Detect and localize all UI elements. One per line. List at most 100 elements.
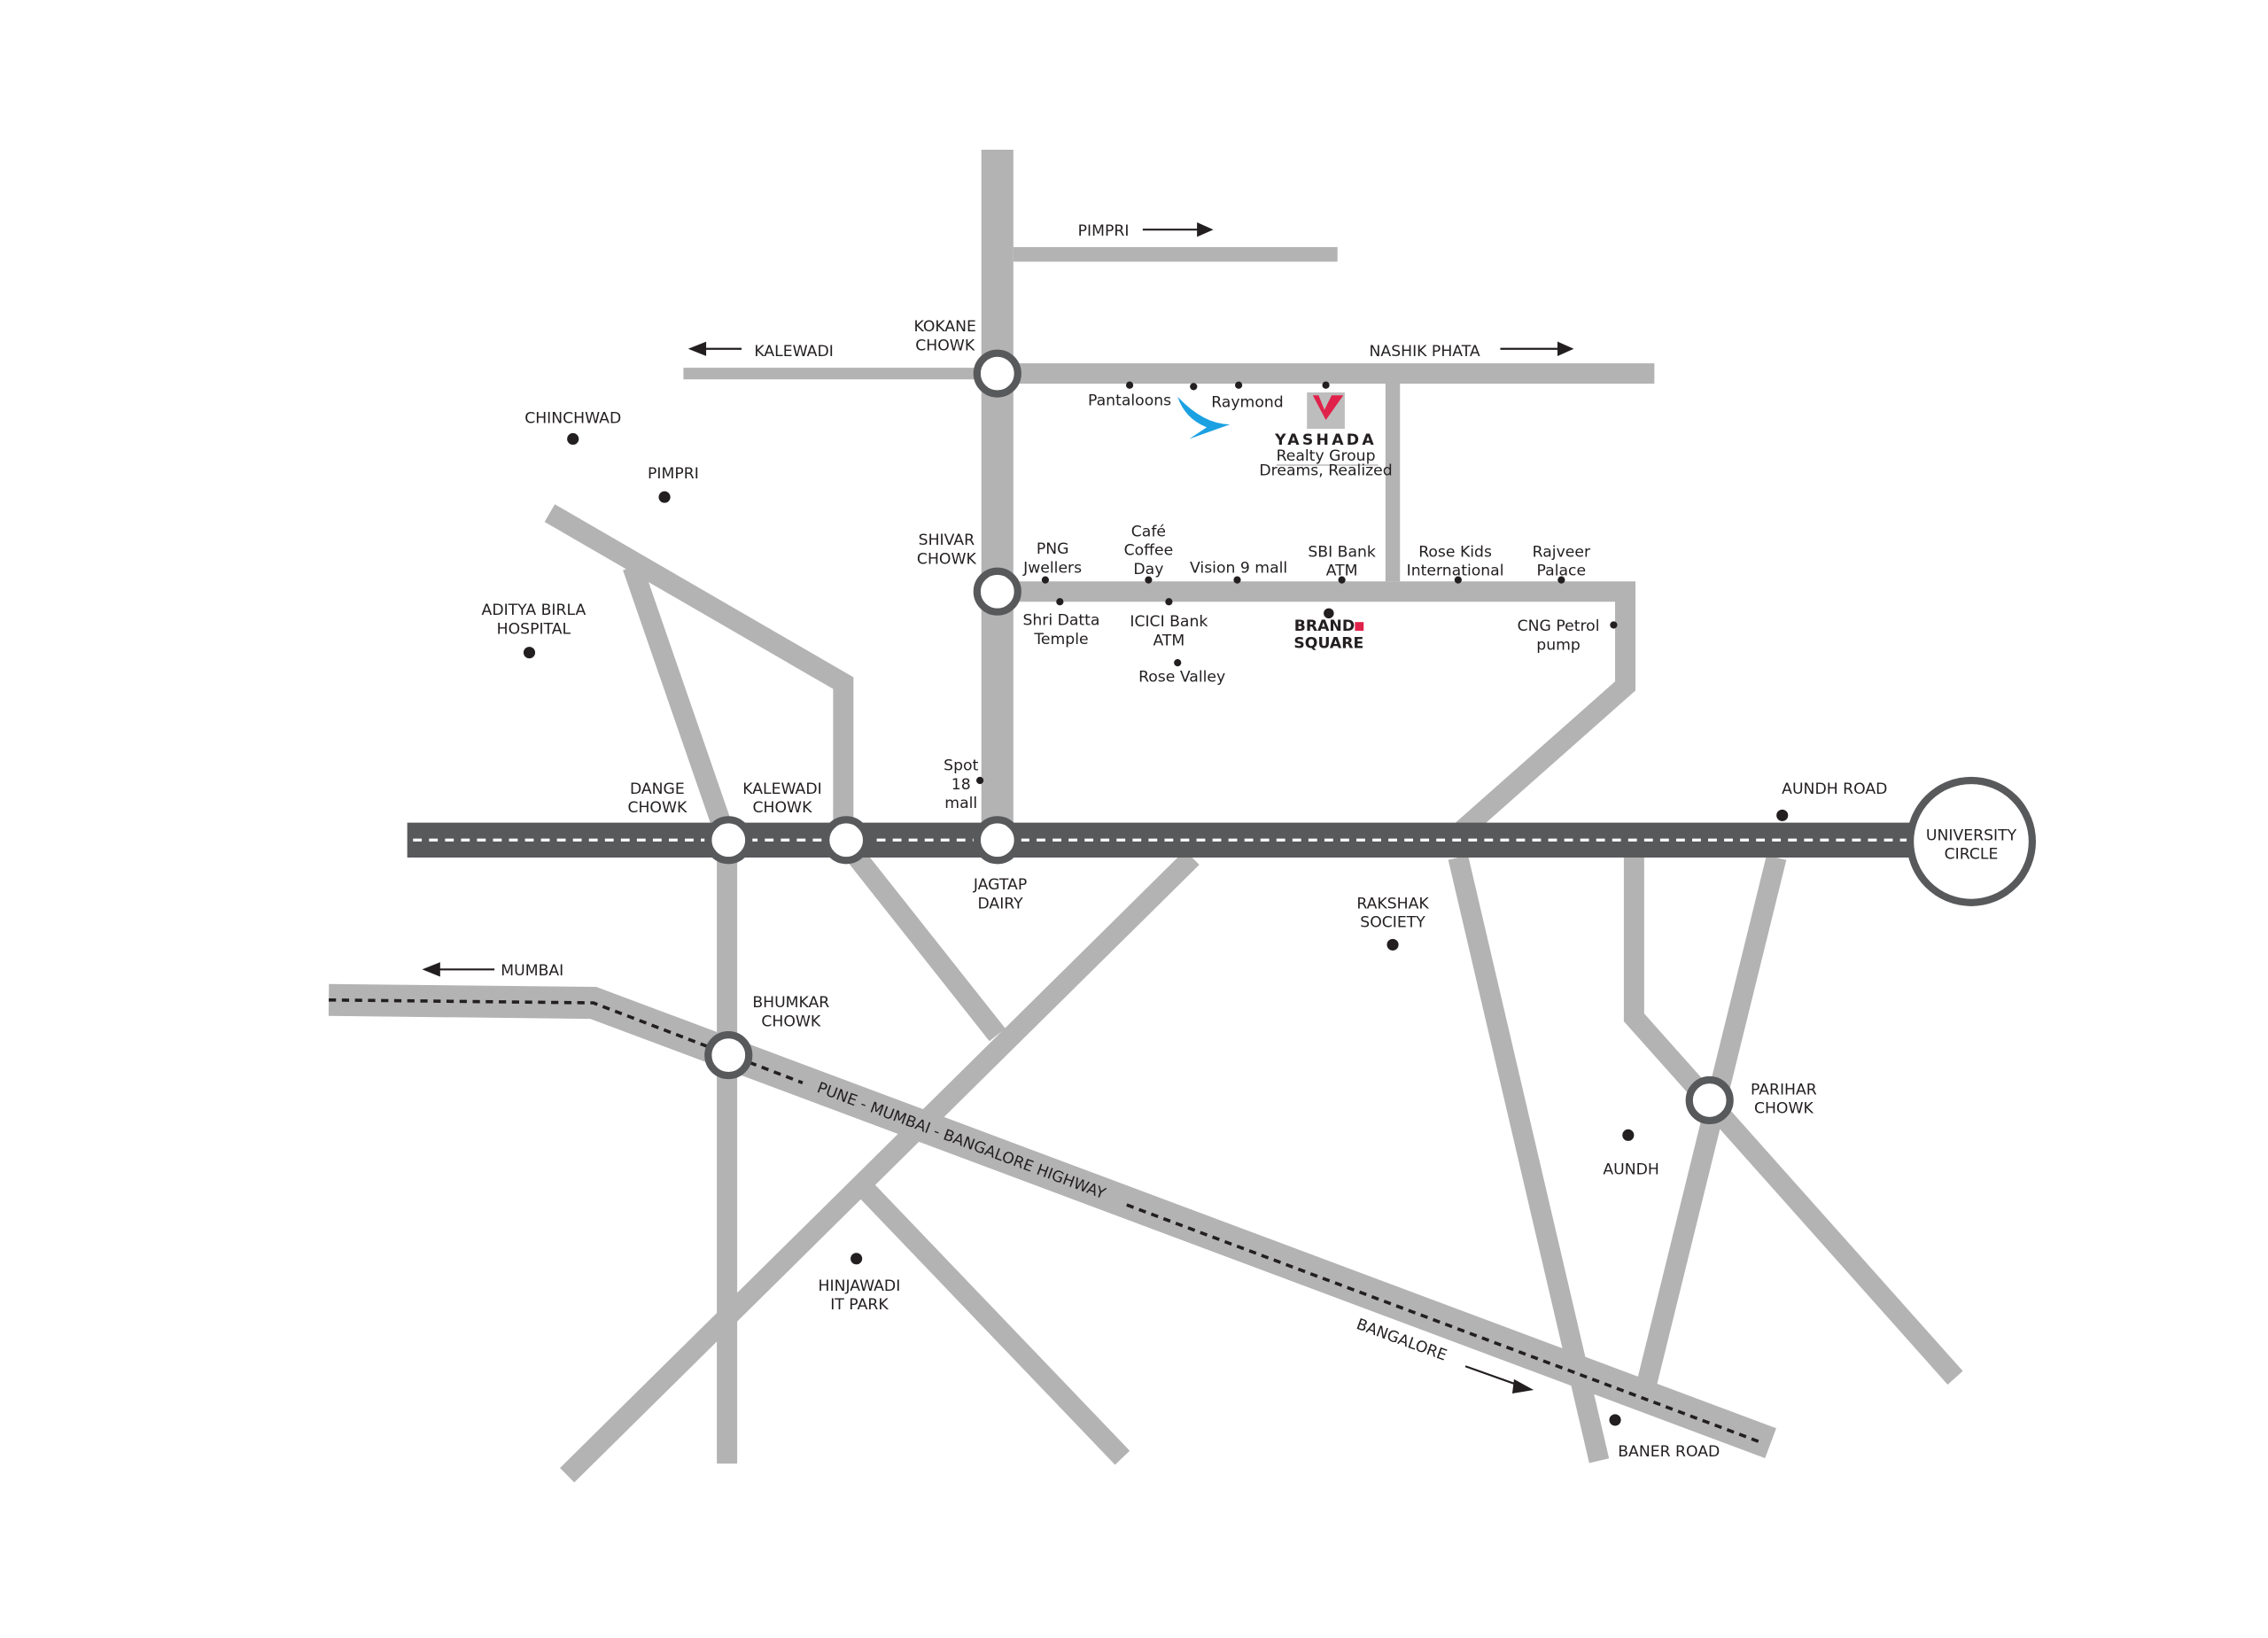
label-kalewadi-chowk: KALEWADI [742,780,821,798]
arrow-right-icon [1464,1365,1534,1394]
junction-parihar [1685,1075,1734,1125]
junction-bhumkar [704,1031,753,1080]
dot [523,647,536,659]
arrow-left-icon [687,341,742,356]
label-png: Jwellers [1022,559,1082,577]
label-baner: BANER ROAD [1618,1443,1720,1461]
label-jagtap: DAIRY [977,895,1023,912]
label-kokane: CHOWK [915,337,975,354]
dot [1190,383,1198,391]
label-rajveer: Palace [1537,563,1587,580]
label-dange: DANGE [630,780,685,798]
yashada-logo: YASHADA Realty Group Dreams, Realized [1259,392,1393,479]
roads [328,149,1963,1483]
road-hinjawadi [853,1177,1130,1465]
road-parihar-1 [1623,857,1963,1385]
brand-square-mark [1355,622,1364,632]
label-sbi: SBI Bank [1308,543,1376,561]
label-university: UNIVERSITY [1926,827,2017,844]
arrows [422,222,1574,1394]
direction-kalewadi: KALEWADI [754,343,833,361]
label-spot18: Spot [944,757,978,775]
dot [567,432,579,446]
dot [1174,659,1182,667]
yashada-name: YASHADA [1274,431,1377,449]
dot [1338,576,1346,584]
label-parihar: PARIHAR [1751,1081,1817,1098]
label-icici: ICICI Bank [1130,613,1208,631]
label-vision9: Vision 9 mall [1190,559,1287,577]
dot [1125,381,1134,389]
label-shridatta: Temple [1033,631,1088,648]
brand-square-line2: SQUARE [1293,635,1363,653]
label-sbi: ATM [1326,563,1358,580]
arrow-right-icon [1142,222,1214,237]
label-kalewadi-chowk: CHOWK [753,799,813,817]
label-aditya: HOSPITAL [497,620,571,638]
dot [1386,938,1399,951]
junction-dange [704,816,753,865]
label-cng: pump [1536,636,1581,654]
label-shridatta: Shri Datta [1022,611,1099,629]
yashada-y-icon [1312,395,1344,421]
brand-square-line1: BRAND [1294,617,1355,635]
road-hinjawadi-diagonal [560,850,1200,1483]
label-rakshak: RAKSHAK [1356,895,1429,912]
dot [1609,1414,1621,1426]
dot [1454,576,1462,584]
dot [1145,576,1153,584]
label-rosekids: Rose Kids [1418,543,1492,561]
dot [1165,598,1173,606]
dot [1776,809,1789,821]
direction-pimpri: PIMPRI [1078,222,1130,240]
dot [850,1253,863,1265]
dots [523,381,1789,1426]
dot [1610,621,1618,629]
label-aditya: ADITYA BIRLA [482,602,586,619]
label-ccd: Coffee [1124,542,1174,560]
highway-dashes [329,998,1765,1445]
label-bhumkar: CHOWK [761,1013,821,1030]
label-bhumkar: BHUMKAR [752,994,829,1012]
label-rajveer: Rajveer [1533,543,1591,561]
dot [1557,576,1565,584]
label-jagtap: JAGTAP [973,876,1027,894]
label-dange: CHOWK [627,799,687,817]
dot [975,776,984,785]
direction-mumbai: MUMBAI [501,962,563,980]
dot [1235,381,1243,389]
road-shivar [997,581,1636,840]
label-pantaloons: Pantaloons [1088,392,1171,410]
university-circle [1906,776,2037,906]
dot [1041,576,1050,584]
label-raymond: Raymond [1211,393,1283,411]
label-aundh: AUNDH [1603,1161,1658,1179]
dot [1324,608,1334,619]
junction-kalewadi [822,816,871,865]
yashada-tagline: Dreams, Realized [1259,462,1392,479]
label-cng: CNG Petrol [1518,617,1600,635]
dot [1322,381,1330,389]
label-kokane: KOKANE [913,318,975,336]
label-chinchwad: CHINCHWAD [524,409,621,427]
label-pimpri: PIMPRI [648,465,699,483]
junctions [704,349,1734,1125]
road-chinchwad [544,504,854,841]
label-rosevalley: Rose Valley [1138,668,1225,686]
label-shivar: SHIVAR [919,532,975,549]
brand-square-logo: BRAND SQUARE [1293,617,1363,653]
junction-kokane [973,349,1021,398]
label-parihar: CHOWK [1754,1100,1814,1118]
yashada-sub: Realty Group [1277,447,1376,465]
label-rakshak: SOCIETY [1360,914,1425,932]
label-rosekids: International [1407,563,1504,580]
label-spot18: 18 [951,776,971,794]
swoosh-logo-icon [1177,396,1231,439]
label-shivar: CHOWK [917,551,977,569]
label-hinjawadi: HINJAWADI [819,1277,901,1295]
label-ccd: Day [1133,561,1163,578]
road-kalewadi-south [835,834,1006,1042]
label-aundhroad: AUNDH ROAD [1782,780,1887,798]
dot [1233,576,1241,584]
